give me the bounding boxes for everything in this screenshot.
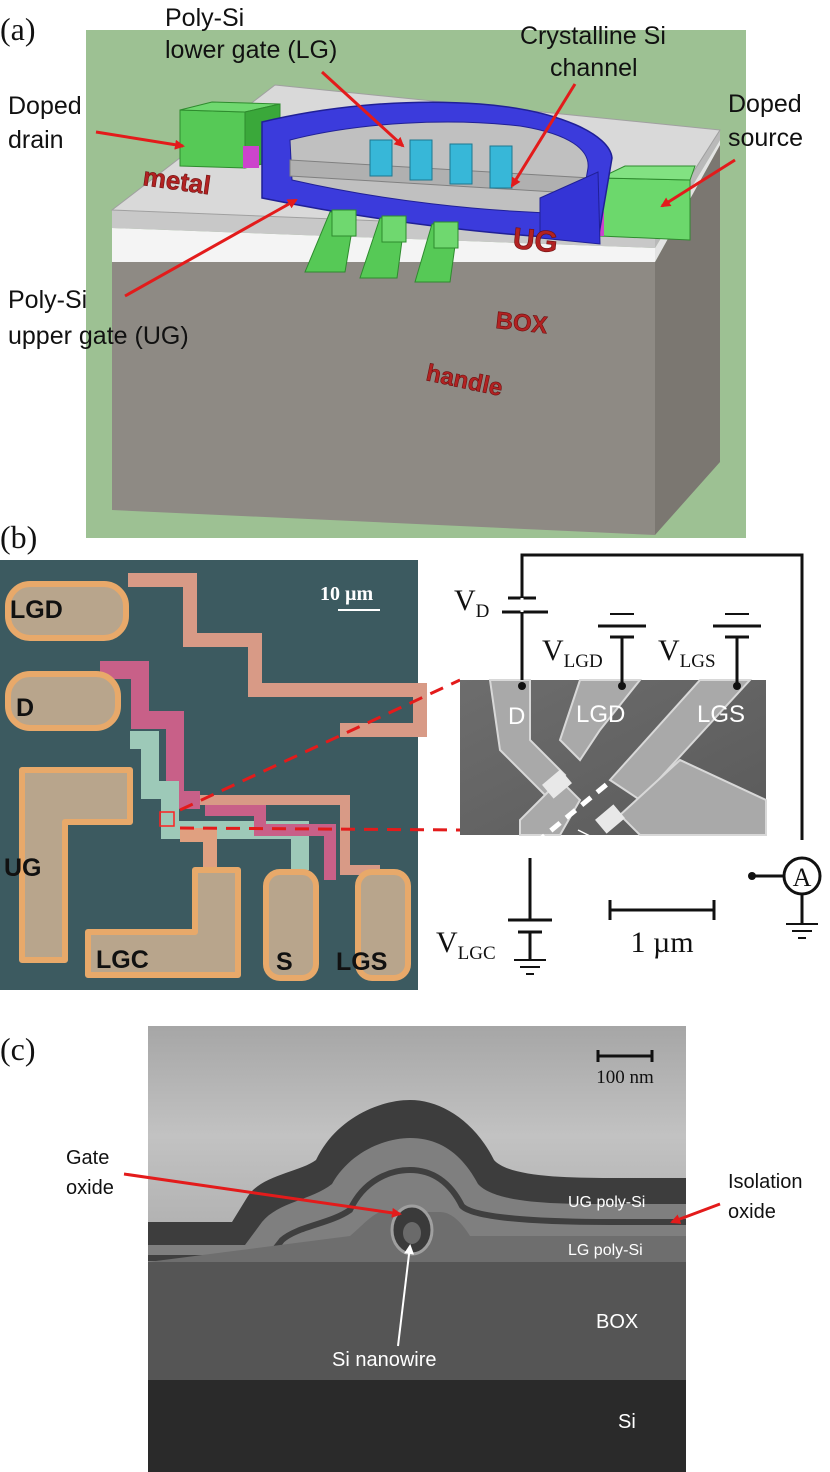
interpoly-oxide (148, 1166, 686, 1261)
source-callout-line2: source (728, 124, 803, 152)
channel-callout-line2: channel (550, 54, 638, 82)
ug-arrow (124, 198, 298, 298)
isolation-oxide-arrow (670, 1202, 721, 1224)
box-label-c: BOX (596, 1311, 638, 1333)
channel-callout-line1: Crystalline Si (520, 22, 666, 50)
upper-gate-arm (539, 171, 601, 245)
panel-a: metal UG BOX handle Poly-Si lower gate (… (0, 4, 803, 538)
vd-node (518, 682, 526, 690)
sem-terminal-lgd: LGD (576, 701, 625, 728)
panel-b-tag: (b) (0, 519, 37, 555)
pad-lgd (5, 581, 129, 641)
vlgd-label: VLGD (542, 634, 603, 672)
pad-lgc (85, 867, 241, 978)
trace-d (100, 661, 200, 809)
drain-callout-line1: Doped (8, 92, 82, 120)
handle-side-face (655, 145, 720, 535)
handle-front-face (112, 262, 655, 535)
drain-arrow (95, 130, 185, 150)
trace-lgd (128, 573, 427, 737)
ammeter-label: A (793, 863, 812, 892)
si-label: Si (618, 1411, 636, 1433)
lg-callout-line1: Poly-Si (165, 4, 244, 32)
drain-metal-front (179, 109, 246, 169)
zoom-line-bottom (179, 826, 461, 832)
lg-arrow (320, 70, 405, 148)
lead-2-top (381, 215, 407, 243)
trace-lgs (200, 795, 380, 875)
panel-c-tag: (c) (0, 1031, 36, 1067)
ug-callout-line2: upper gate (UG) (8, 322, 189, 350)
gate-oxide-arrow (123, 1172, 402, 1218)
optical-scale-label: 10 µm (320, 583, 374, 605)
wire-drain-loop (520, 553, 804, 840)
channel-arrow (510, 83, 577, 188)
sem-terminal-lgs: LGS (697, 701, 745, 728)
sem-pad-1 (542, 769, 572, 799)
nanowire-arrow (397, 1244, 415, 1347)
panel-c: (c) 100 nm UG poly-Si LG poly-Si BOX Si … (0, 1026, 803, 1472)
pad-d (5, 671, 121, 731)
lg-finger-3 (449, 143, 473, 185)
pad-lgd-label: LGD (10, 596, 63, 624)
zoom-box (159, 811, 175, 827)
box-label: BOX (494, 307, 549, 339)
lg-finger-2 (409, 139, 433, 181)
si-nanowire-core (403, 1222, 421, 1244)
sem-arm-lgd (558, 679, 643, 762)
upper-gate-opening (289, 121, 589, 215)
panel-b: (b) LGD D UG LGC S LGS 10 µm (0, 519, 822, 990)
lead-1-top (331, 209, 357, 237)
drain-contact (243, 146, 259, 168)
isolation-oxide-line1: Isolation (728, 1171, 803, 1193)
pad-lgc-label: LGC (96, 946, 149, 974)
sem-terminal-s: S (727, 837, 743, 864)
sem-pad-2 (595, 804, 625, 834)
source-metal-front (599, 177, 691, 241)
pad-s-label: S (276, 948, 293, 976)
tem-scale-label: 100 nm (596, 1067, 654, 1088)
sem-terminal-d: D (508, 703, 525, 730)
source-callout-line1: Doped (728, 90, 802, 118)
ug-callout-line1: Poly-Si (8, 286, 87, 314)
vlgs-node (733, 682, 741, 690)
ug-poly-layer (148, 1138, 686, 1262)
lead-3-top (433, 221, 459, 249)
lg-callout-line2: lower gate (LG) (165, 36, 337, 64)
sem-gap-arrow (577, 829, 599, 841)
sem-scale-label: 1 µm (630, 926, 693, 959)
zoom-line-top (179, 678, 461, 812)
isolation-oxide-line2: oxide (728, 1201, 776, 1223)
lg-finger-1 (369, 139, 393, 177)
box-region (148, 1262, 686, 1380)
vlgs-label: VLGS (658, 634, 716, 672)
gate-oxide-line2: oxide (66, 1177, 114, 1199)
pad-ug (19, 767, 133, 963)
ug-label: UG (511, 222, 559, 260)
sem-terminal-lgc: LGC (494, 835, 543, 862)
pad-lgs-label: LGS (336, 948, 387, 976)
vlgd-node (618, 682, 626, 690)
si-substrate (148, 1380, 686, 1472)
drain-callout-line2: drain (8, 126, 64, 154)
s-node (748, 872, 756, 880)
gate-oxide-line1: Gate (66, 1147, 109, 1169)
lg-finger-4 (489, 145, 513, 189)
pad-d-label: D (16, 694, 34, 722)
pad-s (263, 869, 319, 981)
vd-label: VD (454, 584, 489, 622)
source-metal-top (599, 165, 696, 181)
pad-lgs (355, 869, 411, 981)
panel-a-tag: (a) (0, 11, 36, 47)
nanowire-label: Si nanowire (332, 1349, 437, 1371)
pad-ug-label: UG (4, 854, 42, 882)
source-arrow (660, 158, 736, 208)
sem-arm-lgc (519, 778, 582, 836)
ug-poly-label: UG poly-Si (568, 1194, 645, 1211)
vlgc-label: VLGC (436, 926, 496, 964)
lg-poly-label: LG poly-Si (568, 1242, 643, 1259)
